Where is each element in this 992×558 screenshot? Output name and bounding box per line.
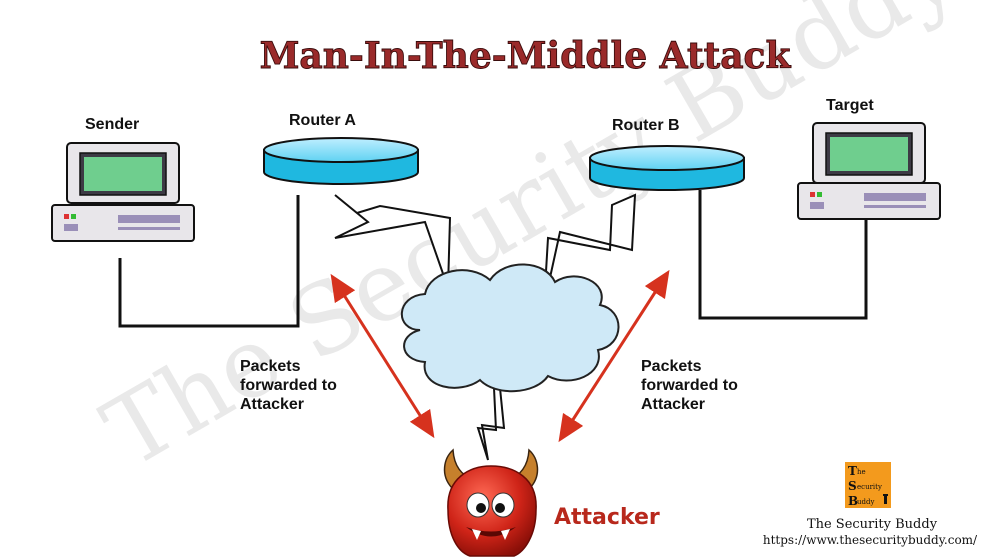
logo-letter-s: S (848, 479, 857, 493)
label-target: Target (826, 97, 874, 114)
logo-word-ecurity: ecurity (857, 483, 882, 491)
sender-computer (51, 142, 195, 242)
annotation-right-line-1: Packets (641, 358, 702, 375)
router-a (263, 137, 419, 185)
cloud-network (400, 263, 620, 393)
annotation-right: Packets forwarded to Attacker (641, 358, 742, 413)
link-cloud-attacker (476, 387, 506, 461)
brand-name: The Security Buddy (807, 517, 938, 532)
label-attacker: Attacker (554, 505, 660, 530)
wire-sender-router-a (118, 195, 300, 328)
router-b (589, 145, 745, 191)
logo-letter-t: T (848, 464, 857, 478)
tsb-logo: T he S ecurity B uddy (845, 462, 891, 508)
annotation-left-line-3: Attacker (240, 396, 304, 413)
label-sender: Sender (85, 116, 139, 133)
annotation-right-line-2: forwarded to (641, 377, 738, 394)
annotation-left-line-1: Packets (240, 358, 301, 375)
page-title: Man-In-The-Middle Attack (260, 35, 792, 77)
label-router-b: Router B (612, 117, 680, 134)
brand-url: https://www.thesecuritybuddy.com/ (763, 533, 978, 547)
target-computer (797, 122, 941, 220)
logo-word-he: he (857, 468, 866, 476)
annotation-left-line-2: forwarded to (240, 377, 337, 394)
attacker-devil-icon (443, 448, 539, 557)
wire-router-b-target (698, 190, 868, 320)
logo-word-uddy: uddy (857, 498, 874, 506)
arrow-right (558, 269, 670, 443)
label-router-a: Router A (289, 112, 356, 129)
annotation-right-line-3: Attacker (641, 396, 705, 413)
annotation-left: Packets forwarded to Attacker (240, 358, 341, 413)
logo-letter-b: B (848, 494, 858, 508)
arrow-left (330, 273, 435, 439)
